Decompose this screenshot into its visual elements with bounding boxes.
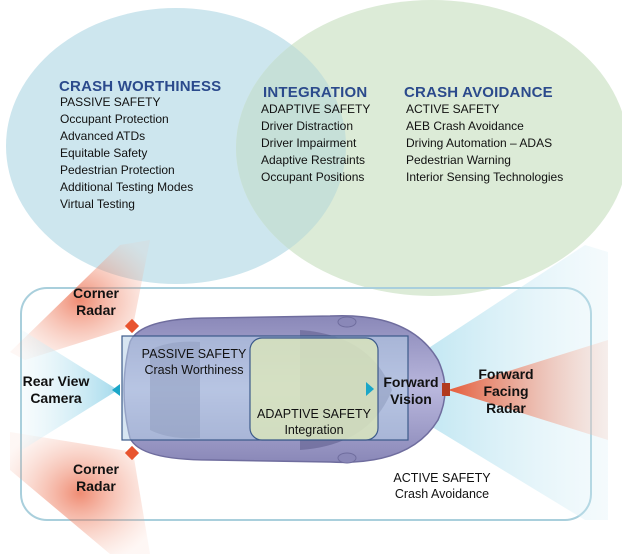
active-safety-label: ACTIVE SAFETY Crash Avoidance <box>393 471 491 501</box>
integration-overlap <box>236 8 346 284</box>
list-item: Occupant Positions <box>261 170 365 184</box>
rear-camera-sensor <box>112 384 120 396</box>
integration-list: ADAPTIVE SAFETY Driver Distraction Drive… <box>261 101 370 186</box>
list-item: Advanced ATDs <box>60 129 146 143</box>
list-item: ADAPTIVE SAFETY <box>261 102 371 116</box>
corner-radar-top-beam <box>10 240 150 360</box>
adaptive-safety-label: ADAPTIVE SAFETY Integration <box>257 407 371 437</box>
corner-radar-top-label: Corner Radar <box>73 285 119 318</box>
corner-radar-bottom-sensor <box>124 445 140 461</box>
list-item: PASSIVE SAFETY <box>60 95 161 109</box>
adaptive-safety-box <box>249 337 379 441</box>
list-item: ACTIVE SAFETY <box>406 102 500 116</box>
crash-worthiness-title: CRASH WORTHINESS <box>59 78 222 95</box>
list-item: Adaptive Restraints <box>261 153 366 167</box>
corner-radar-top-sensor <box>124 318 140 334</box>
crash-avoidance-title: CRASH AVOIDANCE <box>404 84 553 101</box>
passive-safety-label: PASSIVE SAFETY Crash Worthiness <box>141 347 247 377</box>
mirror-bottom <box>337 452 357 464</box>
list-item: Driver Impairment <box>261 136 357 150</box>
list-item: Pedestrian Warning <box>406 153 511 167</box>
crash-avoidance-list: ACTIVE SAFETY AEB Crash Avoidance Drivin… <box>406 101 563 186</box>
corner-radar-bottom-label: Corner Radar <box>73 461 119 494</box>
list-item: Equitable Safety <box>60 146 148 160</box>
list-item: Driver Distraction <box>261 119 354 133</box>
list-item: AEB Crash Avoidance <box>406 119 524 133</box>
corner-radar-bottom-beam <box>10 432 150 554</box>
integration-title: INTEGRATION <box>263 84 368 101</box>
forward-radar-beam <box>448 340 608 440</box>
list-item: Interior Sensing Technologies <box>406 170 564 184</box>
list-item: Virtual Testing <box>60 197 135 211</box>
list-item: Additional Testing Modes <box>60 180 194 194</box>
rear-camera-cone <box>22 330 118 450</box>
forward-vision-sensor <box>366 382 374 396</box>
crash-avoidance-circle <box>236 0 622 296</box>
rear-view-camera-label: Rear View Camera <box>22 373 90 406</box>
list-item: Driving Automation – ADAS <box>406 136 553 150</box>
crash-worthiness-list: PASSIVE SAFETY Occupant Protection Advan… <box>60 94 193 213</box>
forward-facing-radar-label: Forward Facing Radar <box>478 366 534 416</box>
mirror-top <box>337 316 357 328</box>
forward-radar-sensor <box>442 383 450 396</box>
list-item: Occupant Protection <box>60 112 169 126</box>
forward-vision-label: Forward Vision <box>383 374 439 407</box>
list-item: Pedestrian Protection <box>60 163 175 177</box>
